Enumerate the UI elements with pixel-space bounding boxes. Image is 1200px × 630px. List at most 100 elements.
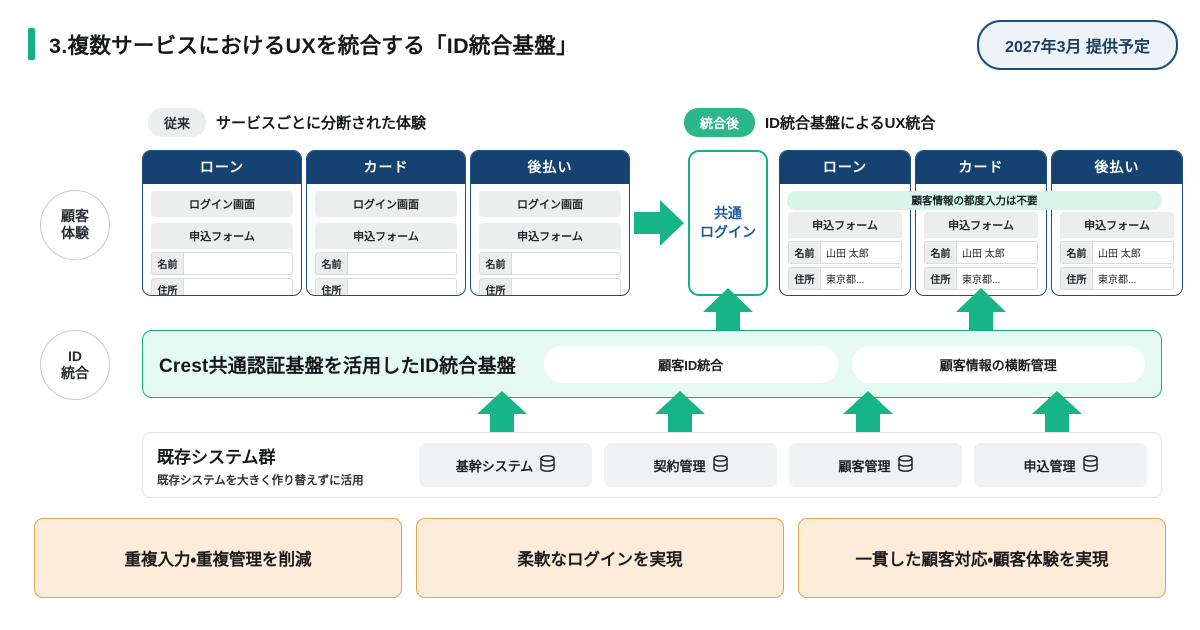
form-row-address: 住所 xyxy=(315,278,457,295)
form-row-name: 名前 山田 太郎 xyxy=(788,241,902,264)
common-login-line1: 共通 xyxy=(714,205,742,222)
release-date-badge: 2027年3月 提供予定 xyxy=(977,20,1178,70)
system-chip-label: 契約管理 xyxy=(653,458,706,474)
field-label: 住所 xyxy=(1060,267,1092,290)
field-label: 住所 xyxy=(788,267,820,290)
login-screen-chip[interactable]: ログイン画面 xyxy=(315,191,457,217)
system-chip-customer[interactable]: 顧客管理 xyxy=(789,443,962,487)
field-label: 名前 xyxy=(1060,241,1092,264)
outcomes-row: 重複入力・重複管理を削減 柔軟なログインを実現 一貫した顧客対応・顧客体験を実現 xyxy=(34,518,1166,598)
before-caption-label: サービスごとに分断された体験 xyxy=(216,115,427,132)
field-label: 名前 xyxy=(788,241,820,264)
form-title: 申込フォーム xyxy=(788,212,902,238)
system-chip-label: 基幹システム xyxy=(455,458,534,474)
common-login-box[interactable]: 共通 ログイン xyxy=(688,150,768,296)
row-label-ux-line1: 顧客 xyxy=(61,207,89,224)
service-card-before-loan[interactable]: ローン ログイン画面 申込フォーム 名前 住所 xyxy=(142,150,302,296)
legacy-systems-subtitle: 既存システムを大きく作り替えずに活用 xyxy=(157,474,364,487)
address-field[interactable]: 東京都... xyxy=(956,267,1038,290)
id-platform-title: Crest共通認証基盤を活用したID統合基盤 xyxy=(159,355,516,377)
service-card-before-deferred[interactable]: 後払い ログイン画面 申込フォーム 名前 住所 xyxy=(470,150,630,296)
database-icon xyxy=(712,455,728,475)
name-field[interactable]: 山田 太郎 xyxy=(956,241,1038,264)
service-card-after-deferred[interactable]: 後払い 申込フォーム 名前 山田 太郎 住所 東京都... xyxy=(1051,150,1183,296)
system-chip-core[interactable]: 基幹システム xyxy=(419,443,592,487)
legacy-systems-heading: 既存システム群 既存システムを大きく作り替えずに活用 xyxy=(157,443,407,488)
form-title: 申込フォーム xyxy=(1060,212,1174,238)
card-title: 後払い xyxy=(471,151,629,184)
field-label: 名前 xyxy=(315,252,347,275)
page-title-text: 3.複数サービスにおけるUXを統合する「ID統合基盤」 xyxy=(49,33,578,58)
form-row-name: 名前 xyxy=(151,252,293,275)
form-row-address: 住所 東京都... xyxy=(924,267,1038,290)
system-chip-application[interactable]: 申込管理 xyxy=(974,443,1147,487)
up-arrow-from-customer-mgmt-icon xyxy=(843,391,893,440)
database-icon xyxy=(540,455,556,475)
row-label-id-line1: ID xyxy=(68,347,82,364)
field-label: 住所 xyxy=(479,278,511,295)
database-icon xyxy=(1082,455,1098,475)
card-title: ローン xyxy=(143,151,301,184)
card-title: カード xyxy=(916,151,1046,184)
after-caption-label: ID統合基盤によるUX統合 xyxy=(765,115,936,132)
up-arrow-from-application-mgmt-icon xyxy=(1032,391,1082,440)
no-reentry-notice: 顧客情報の都度入力は不要 xyxy=(787,191,1162,210)
legacy-systems-title: 既存システム群 xyxy=(157,447,276,467)
after-caption: 統合後 ID統合基盤によるUX統合 xyxy=(684,108,935,137)
form-row-address: 住所 xyxy=(151,278,293,295)
before-caption: 従来 サービスごとに分断された体験 xyxy=(148,108,426,137)
form-title: 申込フォーム xyxy=(315,223,457,249)
field-label: 名前 xyxy=(151,252,183,275)
legacy-systems-panel: 既存システム群 既存システムを大きく作り替えずに活用 基幹システム 契約管理 顧… xyxy=(142,432,1162,498)
address-field[interactable]: 東京都... xyxy=(820,267,902,290)
outcome-box-flexible-login: 柔軟なログインを実現 xyxy=(416,518,784,598)
card-title: ローン xyxy=(780,151,910,184)
up-arrow-to-card-service-icon xyxy=(956,288,1006,339)
after-pill: 統合後 xyxy=(684,108,756,137)
form-row-address: 住所 東京都... xyxy=(1060,267,1174,290)
name-field[interactable] xyxy=(347,252,457,275)
row-label-ux-line2: 体験 xyxy=(61,225,89,241)
name-field[interactable]: 山田 太郎 xyxy=(820,241,902,264)
name-field[interactable]: 山田 太郎 xyxy=(1092,241,1174,264)
service-card-after-loan[interactable]: ローン 申込フォーム 名前 山田 太郎 住所 東京都... xyxy=(779,150,911,296)
row-label-customer-experience: 顧客 体験 xyxy=(40,190,110,260)
system-chip-label: 申込管理 xyxy=(1023,458,1076,474)
field-label: 住所 xyxy=(151,278,183,295)
field-label: 名前 xyxy=(924,241,956,264)
form-row-name: 名前 山田 太郎 xyxy=(924,241,1038,264)
id-platform-band: Crest共通認証基盤を活用したID統合基盤 顧客ID統合 顧客情報の横断管理 xyxy=(142,330,1162,398)
name-field[interactable] xyxy=(183,252,293,275)
row-label-id-integration: ID 統合 xyxy=(40,330,110,400)
id-platform-tag-cross-management: 顧客情報の横断管理 xyxy=(851,345,1146,383)
login-screen-chip[interactable]: ログイン画面 xyxy=(479,191,621,217)
form-title: 申込フォーム xyxy=(151,223,293,249)
card-title: カード xyxy=(307,151,465,184)
form-row-name: 名前 xyxy=(479,252,621,275)
up-arrow-from-contract-mgmt-icon xyxy=(655,391,705,440)
id-platform-tag-customer-id: 顧客ID統合 xyxy=(543,345,838,383)
system-chip-label: 顧客管理 xyxy=(838,458,891,474)
field-label: 住所 xyxy=(924,267,956,290)
form-title: 申込フォーム xyxy=(479,223,621,249)
outcome-box-reduce-duplication: 重複入力・重複管理を削減 xyxy=(34,518,402,598)
service-card-before-card[interactable]: カード ログイン画面 申込フォーム 名前 住所 xyxy=(306,150,466,296)
address-field[interactable] xyxy=(511,278,621,295)
address-field[interactable] xyxy=(183,278,293,295)
service-card-after-card[interactable]: カード 申込フォーム 名前 山田 太郎 住所 東京都... xyxy=(915,150,1047,296)
form-title: 申込フォーム xyxy=(924,212,1038,238)
form-row-address: 住所 xyxy=(479,278,621,295)
address-field[interactable] xyxy=(347,278,457,295)
login-screen-chip[interactable]: ログイン画面 xyxy=(151,191,293,217)
form-row-name: 名前 xyxy=(315,252,457,275)
field-label: 住所 xyxy=(315,278,347,295)
form-row-name: 名前 山田 太郎 xyxy=(1060,241,1174,264)
database-icon xyxy=(897,455,913,475)
system-chip-contract[interactable]: 契約管理 xyxy=(604,443,777,487)
name-field[interactable] xyxy=(511,252,621,275)
card-title: 後払い xyxy=(1052,151,1182,184)
page-title: 3.複数サービスにおけるUXを統合する「ID統合基盤」 xyxy=(28,22,1172,66)
address-field[interactable]: 東京都... xyxy=(1092,267,1174,290)
field-label: 名前 xyxy=(479,252,511,275)
